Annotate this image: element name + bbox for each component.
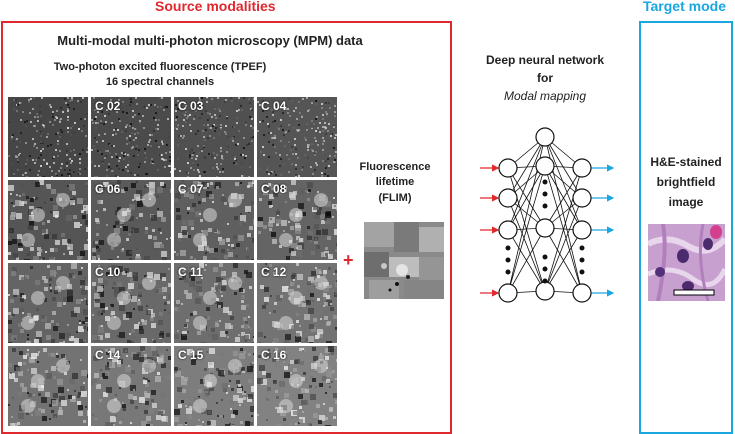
target-mode-header: Target mode bbox=[643, 0, 726, 14]
flim-label-line3: (FLIM) bbox=[378, 192, 412, 204]
channel-label: C 04 bbox=[261, 99, 287, 113]
channel-tile: C 14 bbox=[91, 346, 171, 426]
source-modalities-box bbox=[1, 21, 452, 434]
channel-label: C 14 bbox=[95, 348, 121, 362]
channel-label: C 08 bbox=[261, 182, 287, 196]
channel-tile: C 16 bbox=[257, 346, 337, 426]
channel-tile: C 15 bbox=[174, 346, 254, 426]
channel-label: C 03 bbox=[178, 99, 204, 113]
channel-tile bbox=[8, 263, 88, 343]
target-label-line3: image bbox=[668, 195, 704, 209]
target-mode-box bbox=[639, 21, 733, 434]
plus-sign: + bbox=[343, 250, 354, 270]
channel-tile: C 03 bbox=[174, 97, 254, 177]
channel-tile: C 06 bbox=[91, 180, 171, 260]
flim-label-line2: lifetime bbox=[375, 176, 415, 188]
channel-label: C 16 bbox=[261, 348, 287, 362]
channel-tile: C 04 bbox=[257, 97, 337, 177]
channel-label: C 02 bbox=[95, 99, 121, 113]
he-stained-image bbox=[648, 224, 725, 301]
channel-tile bbox=[8, 346, 88, 426]
channel-grid: C 02 C 03 C 04 C 06 C 07 C 08 C 10 C 11 C 12 C 14… bbox=[8, 97, 338, 432]
mpm-title: Multi-modal multi-photon microscopy (MPM… bbox=[57, 33, 363, 48]
channel-label: C 07 bbox=[178, 182, 204, 196]
channel-tile: C 08 bbox=[257, 180, 337, 260]
dnn-title-line2: for bbox=[537, 71, 553, 85]
channel-tile: C 12 bbox=[257, 263, 337, 343]
channel-label: C 15 bbox=[178, 348, 204, 362]
neural-network-diagram bbox=[470, 120, 635, 320]
channel-label: C 11 bbox=[178, 265, 203, 279]
channel-tile bbox=[8, 97, 88, 177]
tpef-title: Two-photon excited fluorescence (TPEF) bbox=[53, 61, 267, 73]
source-modalities-header: Source modalities bbox=[155, 0, 276, 14]
spectral-channels-label: 16 spectral channels bbox=[105, 76, 215, 88]
target-label-line1: H&E-stained bbox=[650, 155, 722, 169]
neural-network-svg bbox=[480, 127, 615, 303]
channel-tile: C 11 bbox=[174, 263, 254, 343]
channel-label: C 12 bbox=[261, 265, 287, 279]
channel-label: C 06 bbox=[95, 182, 121, 196]
dnn-title-line3: Modal mapping bbox=[503, 89, 587, 103]
dnn-title-line1: Deep neural network bbox=[485, 53, 605, 67]
flim-image bbox=[364, 222, 444, 299]
channel-tile: C 10 bbox=[91, 263, 171, 343]
channel-tile: C 02 bbox=[91, 97, 171, 177]
target-label-line2: brightfield bbox=[656, 175, 716, 189]
channel-tile: C 07 bbox=[174, 180, 254, 260]
flim-label-line1: Fluorescence bbox=[359, 161, 431, 173]
channel-label: C 10 bbox=[95, 265, 121, 279]
channel-tile bbox=[8, 180, 88, 260]
